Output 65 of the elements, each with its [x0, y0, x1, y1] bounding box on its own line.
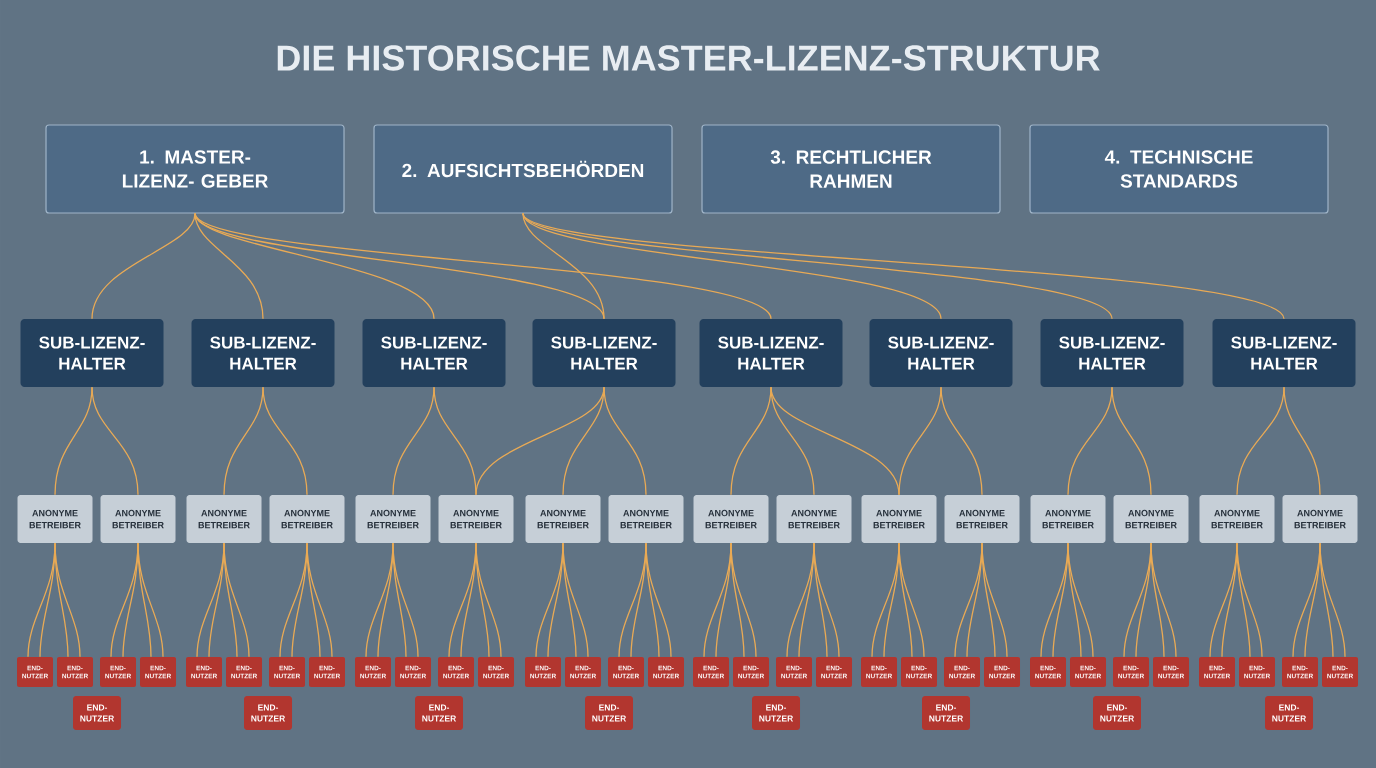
connector-line	[1067, 542, 1094, 658]
connector-line	[223, 542, 250, 658]
sub-license-box: SUB-LIZENZ- HALTER	[191, 319, 335, 387]
operator-box: ANONYME BETREIBER	[186, 495, 262, 543]
end-user-box: END- NUTZER	[922, 696, 970, 730]
connector-line	[306, 542, 333, 658]
end-user-box: END- NUTZER	[73, 696, 121, 730]
connector-line	[392, 542, 419, 658]
connector-line	[898, 542, 925, 658]
end-user-box: END- NUTZER	[244, 696, 292, 730]
connector-line	[194, 212, 264, 320]
connector-line	[1111, 386, 1152, 496]
end-user-box: END- NUTZER	[1265, 696, 1313, 730]
connector-line	[562, 542, 589, 658]
connector-line	[137, 542, 164, 658]
end-user-box: END- NUTZER	[415, 696, 463, 730]
operator-box: ANONYME BETREIBER	[17, 495, 93, 543]
category-box: 4. TECHNISCHE STANDARDS	[1029, 124, 1329, 214]
end-user-box: END- NUTZER	[752, 696, 800, 730]
sub-license-box: SUB-LIZENZ- HALTER	[362, 319, 506, 387]
end-user-box: END- NUTZER	[1093, 696, 1141, 730]
connector-line	[981, 542, 1008, 658]
connector-line	[603, 386, 647, 496]
connector-line	[813, 542, 840, 658]
operator-box: ANONYME BETREIBER	[608, 495, 684, 543]
connector-line	[522, 212, 1285, 320]
sub-license-box: SUB-LIZENZ- HALTER	[532, 319, 676, 387]
end-user-box: END- NUTZER	[585, 696, 633, 730]
connector-line	[730, 542, 757, 658]
connector-line	[940, 386, 983, 496]
connector-line	[645, 542, 672, 658]
connector-line	[1150, 542, 1177, 658]
sub-license-box: SUB-LIZENZ- HALTER	[699, 319, 843, 387]
connector-line	[91, 212, 196, 320]
connector-line	[54, 542, 81, 658]
connector-line	[194, 212, 772, 320]
sub-license-box: SUB-LIZENZ- HALTER	[20, 319, 164, 387]
operator-box: ANONYME BETREIBER	[1199, 495, 1275, 543]
operator-box: ANONYME BETREIBER	[693, 495, 769, 543]
operator-box: ANONYME BETREIBER	[1113, 495, 1189, 543]
operator-box: ANONYME BETREIBER	[1282, 495, 1358, 543]
connector-line	[262, 386, 308, 496]
sub-license-box: SUB-LIZENZ- HALTER	[869, 319, 1013, 387]
operator-box: ANONYME BETREIBER	[269, 495, 345, 543]
operator-box: ANONYME BETREIBER	[944, 495, 1020, 543]
title: DIE HISTORISCHE MASTER-LIZENZ-STRUKTUR	[277, 45, 1100, 71]
category-box: 1. MASTER-LIZENZ- GEBER	[45, 124, 345, 214]
category-box: 3. RECHTLICHER RAHMEN	[701, 124, 1001, 214]
category-box: 2. AUFSICHTSBEHÖRDEN	[373, 124, 673, 214]
connector-line	[1319, 542, 1346, 658]
connector-line	[1236, 542, 1263, 658]
operator-box: ANONYME BETREIBER	[776, 495, 852, 543]
operator-box: ANONYME BETREIBER	[525, 495, 601, 543]
sub-license-box: SUB-LIZENZ- HALTER	[1040, 319, 1184, 387]
connector-line	[475, 542, 502, 658]
operator-box: ANONYME BETREIBER	[355, 495, 431, 543]
connector-line	[1283, 386, 1321, 496]
operator-box: ANONYME BETREIBER	[1030, 495, 1106, 543]
sub-license-box: SUB-LIZENZ- HALTER	[1212, 319, 1356, 387]
connector-line	[770, 386, 815, 496]
operator-box: ANONYME BETREIBER	[438, 495, 514, 543]
connector-line	[522, 212, 605, 320]
connector-line	[91, 386, 139, 496]
operator-box: ANONYME BETREIBER	[861, 495, 937, 543]
operator-box: ANONYME BETREIBER	[100, 495, 176, 543]
